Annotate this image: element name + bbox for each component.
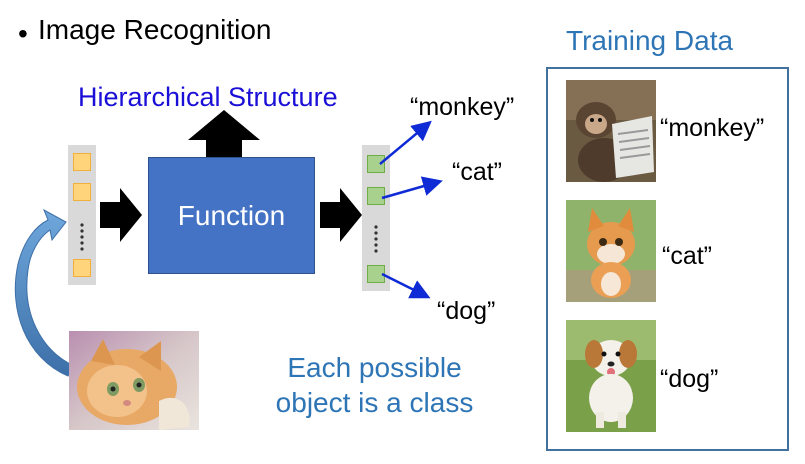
up-arrow-icon — [188, 110, 260, 164]
training-image-cat — [566, 200, 656, 302]
input-vector — [68, 145, 96, 285]
ellipsis-icon — [80, 223, 84, 251]
training-label-monkey: “monkey” — [660, 114, 765, 142]
training-data-panel — [546, 67, 789, 451]
hierarchical-structure-label: Hierarchical Structure — [78, 82, 338, 112]
bullet: • — [18, 18, 28, 49]
arrow-to-cat — [381, 176, 443, 200]
output-label-dog: “dog” — [437, 297, 496, 325]
function-label: Function — [177, 199, 286, 231]
training-image-monkey — [566, 80, 656, 182]
function-box: Function — [148, 157, 315, 274]
ellipsis-icon — [374, 225, 378, 253]
training-label-dog: “dog” — [660, 365, 719, 393]
input-cell — [73, 183, 91, 201]
training-label-cat: “cat” — [662, 242, 712, 270]
class-note: Each possible object is a class — [275, 352, 474, 418]
input-cat-image — [69, 331, 199, 430]
slide-title: Image Recognition — [38, 14, 272, 45]
curved-arrow-icon — [14, 208, 75, 377]
arrow-to-dog — [381, 272, 431, 299]
training-image-dog — [566, 320, 656, 432]
arrow-to-monkey — [379, 120, 432, 165]
output-cell — [367, 155, 385, 173]
output-label-monkey: “monkey” — [410, 93, 515, 121]
right-arrow-icon — [320, 188, 362, 242]
input-cell — [73, 259, 91, 277]
input-cell — [73, 153, 91, 171]
output-label-cat: “cat” — [452, 158, 502, 186]
training-data-title: Training Data — [566, 25, 734, 56]
output-arrows — [379, 120, 443, 299]
output-vector — [362, 145, 390, 291]
right-arrow-icon — [100, 188, 142, 242]
